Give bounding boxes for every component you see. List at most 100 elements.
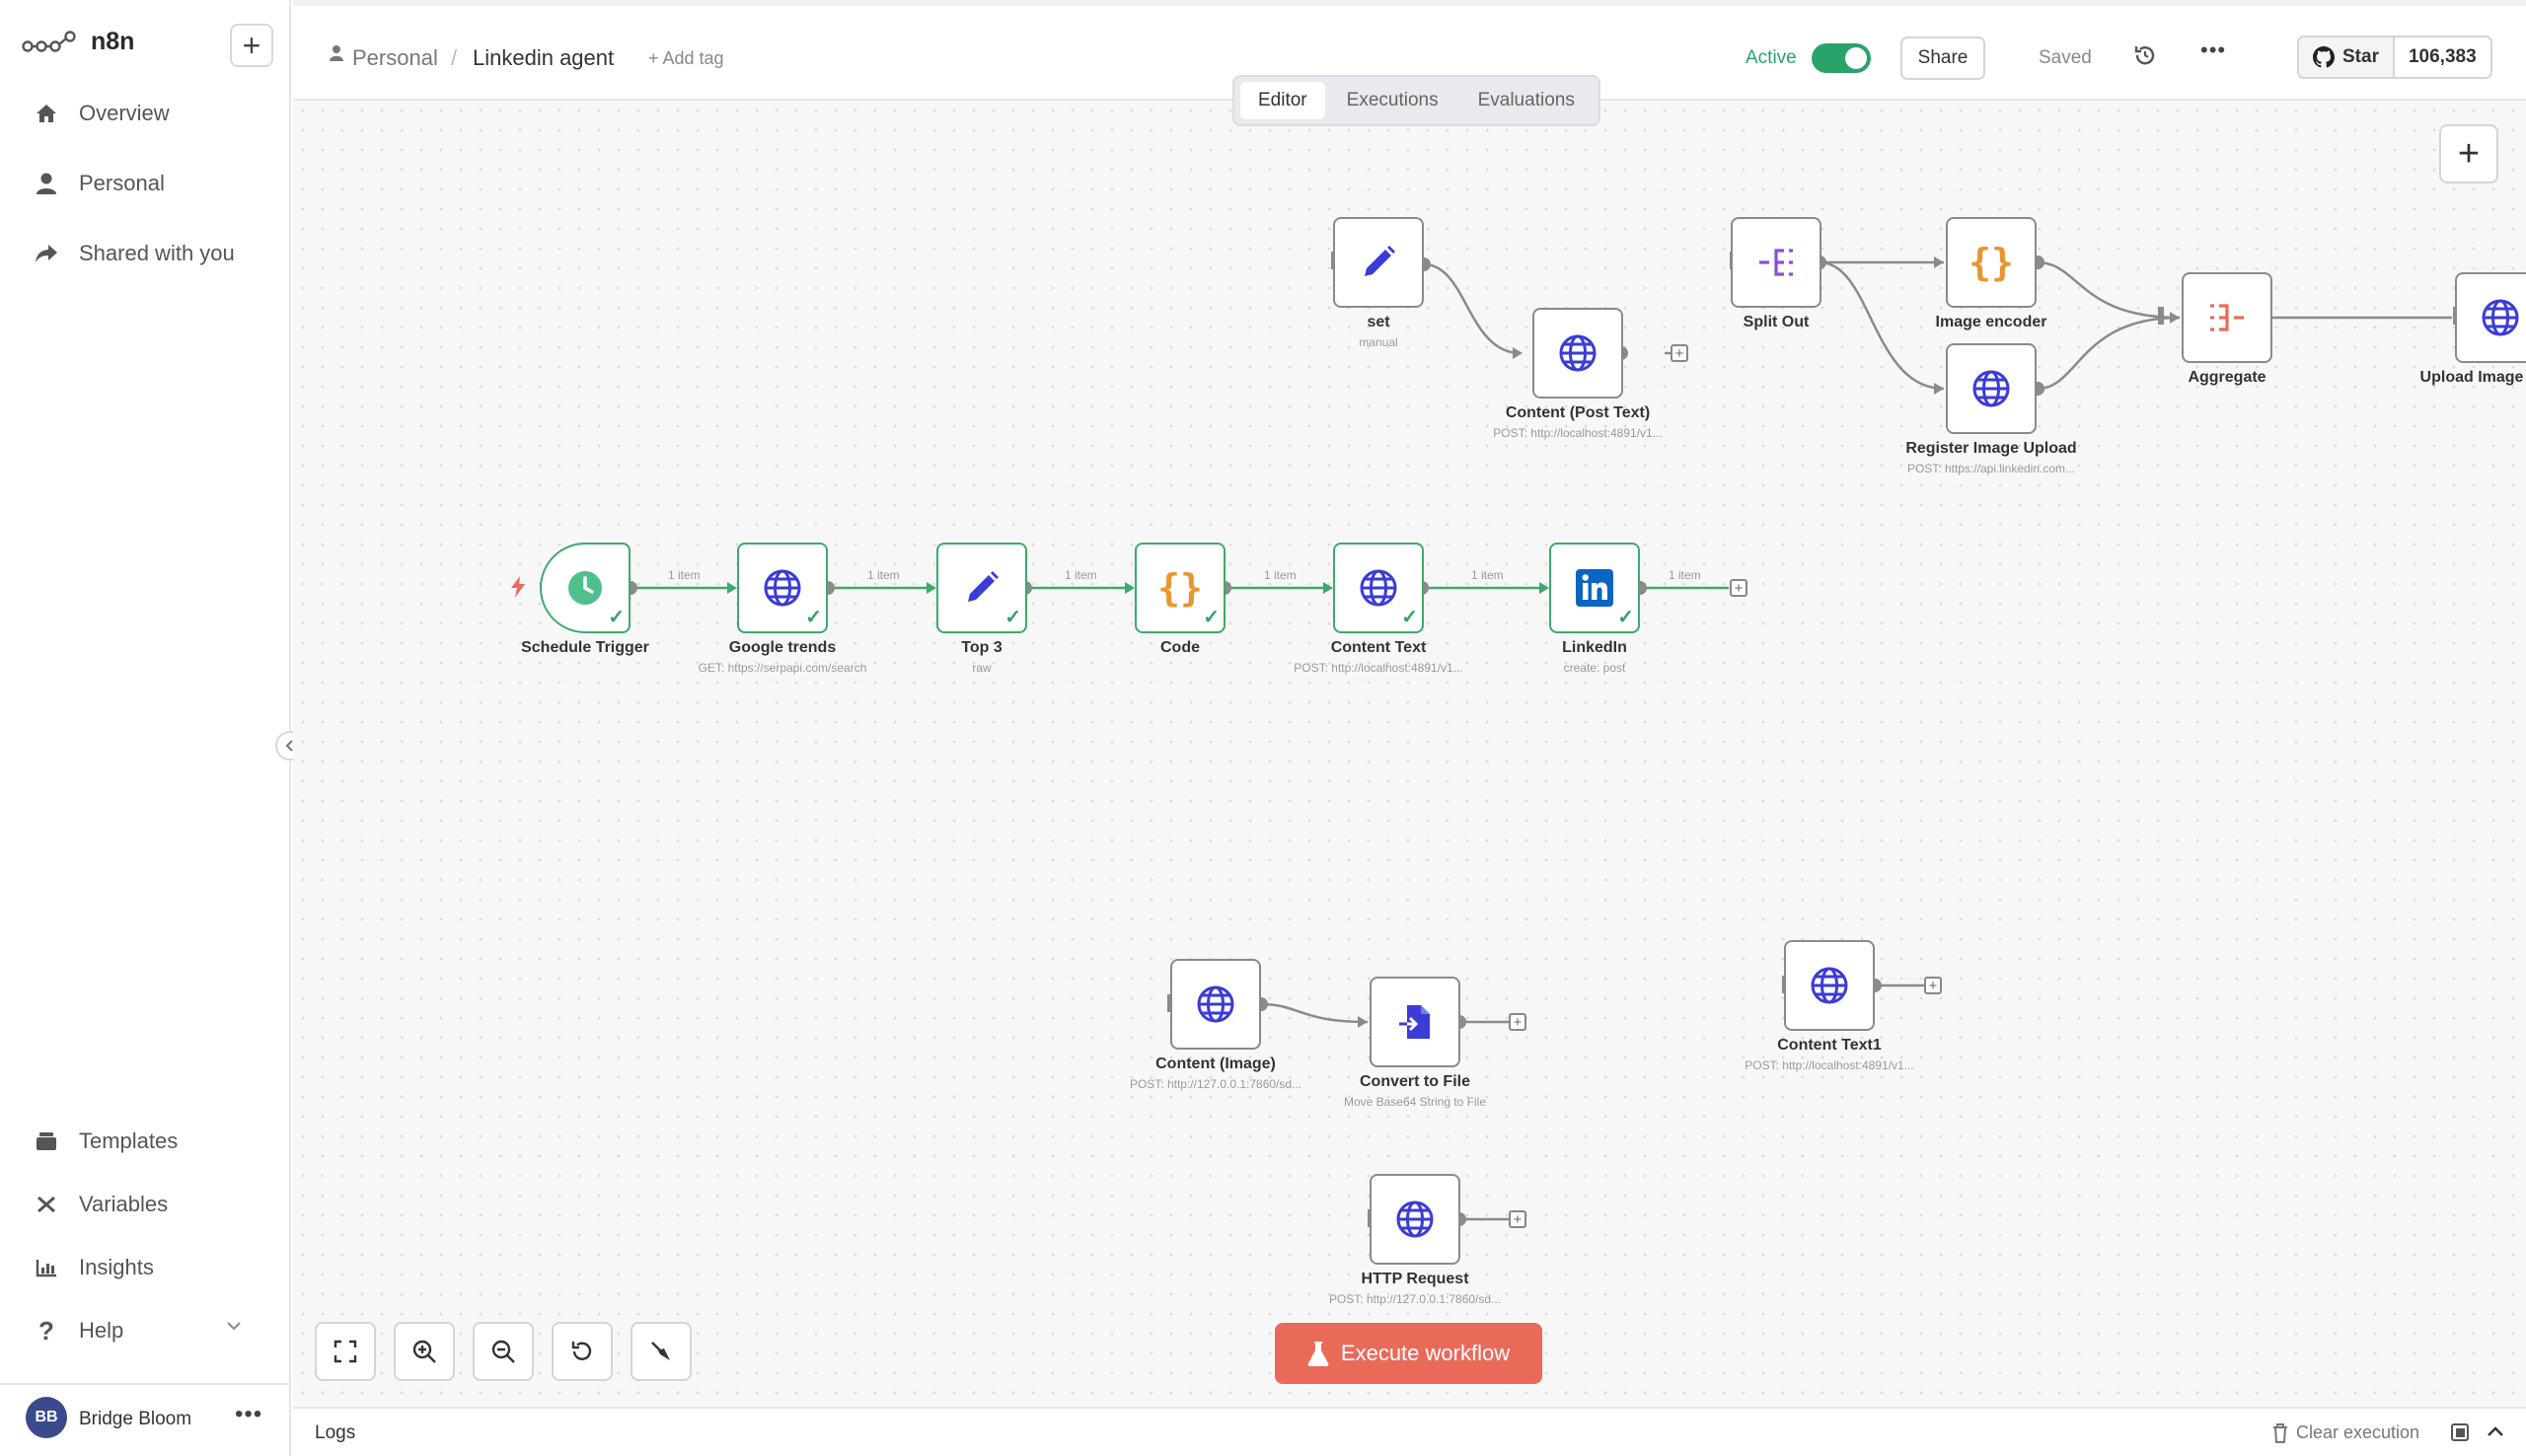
sidebar-item-insights[interactable]: Insights [34, 1255, 154, 1280]
undo-icon [571, 1342, 592, 1360]
home-icon [34, 101, 59, 126]
node-label: Register Image Upload [1905, 440, 2077, 457]
trash-icon [2273, 1422, 2287, 1443]
avatar: BB [26, 1397, 67, 1438]
node-content-text[interactable]: ✓ [1333, 543, 1424, 633]
node-subtitle: POST: https://api.linkedin.com... [1906, 462, 2076, 475]
connection [2037, 260, 2181, 320]
node-image-encoder[interactable]: {} [1946, 217, 2037, 308]
n8n-logo-icon [22, 30, 76, 52]
node-split-out[interactable] [1731, 217, 1821, 308]
clear-execution-label: Clear execution [2296, 1422, 2420, 1442]
linkedin-icon [1576, 569, 1613, 607]
node-convert-to-file[interactable] [1370, 977, 1460, 1067]
share-button[interactable]: Share [1900, 36, 1985, 80]
node-linkedin[interactable]: ✓ [1549, 543, 1640, 633]
add-node-button[interactable]: + [1509, 1013, 1526, 1031]
code-braces-icon: {} [1157, 566, 1203, 610]
logs-panel: Logs Clear execution [293, 1407, 2526, 1456]
broom-icon [651, 1342, 670, 1360]
tidy-up-button[interactable] [631, 1322, 692, 1381]
zoom-out-button[interactable] [473, 1322, 534, 1381]
add-tag-button[interactable]: + Add tag [648, 48, 724, 68]
flask-icon [1307, 1342, 1329, 1366]
arrow-head [2170, 312, 2180, 324]
active-toggle[interactable] [1812, 43, 1871, 73]
folder-user-icon [329, 43, 344, 63]
aggregate-icon [2210, 304, 2244, 331]
node-google-trends[interactable]: ✓ [737, 543, 828, 633]
help-icon: ? [38, 1315, 54, 1346]
sidebar-item-shared[interactable]: Shared with you [34, 241, 235, 266]
node-set[interactable] [1333, 217, 1424, 308]
node-upload-image[interactable] [2455, 272, 2526, 363]
logo-text: n8n [91, 28, 135, 55]
user-name: Bridge Bloom [79, 1409, 192, 1429]
globe-icon [1811, 967, 1848, 1004]
node-top-3[interactable]: ✓ [936, 543, 1027, 633]
connection [2037, 316, 2181, 391]
more-icon[interactable]: ••• [235, 1401, 263, 1427]
node-content-post-text[interactable] [1532, 308, 1623, 399]
add-node-button[interactable]: + [1730, 579, 1747, 597]
globe-icon [764, 569, 801, 607]
add-node-panel-button[interactable]: + [2439, 124, 2498, 183]
chevron-up-icon[interactable] [2486, 1424, 2505, 1438]
sidebar-item-help[interactable]: ? Help [34, 1315, 123, 1346]
sidebar-item-personal[interactable]: Personal [34, 171, 165, 196]
connection [1260, 1002, 1369, 1024]
sidebar: n8n + Overview Personal Shared with you … [0, 0, 305, 1456]
node-label: Code [1160, 639, 1200, 656]
sidebar-item-templates[interactable]: Templates [34, 1128, 178, 1154]
add-node-button[interactable]: + [1671, 344, 1688, 362]
github-star-button[interactable]: Star 106,383 [2297, 36, 2492, 79]
execute-workflow-button[interactable]: Execute workflow [1275, 1323, 1542, 1384]
workflow-canvas[interactable]: 1 item 1 item 1 item 1 item 1 item 1 ite… [293, 101, 2526, 1407]
breadcrumb-project[interactable]: Personal [352, 45, 438, 70]
tab-editor[interactable]: Editor [1240, 82, 1325, 119]
sidebar-item-variables[interactable]: Variables [34, 1192, 168, 1217]
github-star-count: 106,383 [2408, 46, 2477, 67]
view-tabs: Editor Executions Evaluations [1232, 75, 1600, 126]
node-label: Content Text1 [1777, 1037, 1882, 1054]
github-icon [2313, 46, 2335, 68]
arrow-head [1539, 582, 1549, 594]
fit-view-button[interactable] [315, 1322, 376, 1381]
node-http-request[interactable] [1370, 1174, 1460, 1265]
node-subtitle: create: post [1563, 661, 1626, 675]
node-subtitle: Move Base64 String to File [1343, 1095, 1487, 1109]
node-code[interactable]: {} ✓ [1135, 543, 1226, 633]
edge-item-count: 1 item [1669, 568, 1701, 582]
code-braces-icon: {} [1969, 241, 2014, 284]
user-menu[interactable]: BB Bridge Bloom ••• [0, 1383, 291, 1456]
sidebar-item-overview[interactable]: Overview [34, 101, 170, 126]
history-icon[interactable] [2133, 43, 2157, 67]
create-button[interactable]: + [230, 24, 273, 67]
edge-item-count: 1 item [867, 568, 900, 582]
workflow-name[interactable]: Linkedin agent [473, 45, 615, 70]
success-check-icon: ✓ [805, 607, 822, 628]
chevron-down-icon[interactable] [225, 1320, 243, 1332]
logs-title[interactable]: Logs [315, 1422, 356, 1443]
file-convert-icon [1399, 1005, 1430, 1039]
add-node-button[interactable]: + [1509, 1210, 1526, 1228]
reset-zoom-button[interactable] [552, 1322, 613, 1381]
tab-evaluations[interactable]: Evaluations [1477, 90, 1575, 110]
node-schedule-trigger[interactable]: ✓ [540, 543, 631, 633]
node-content-text1[interactable] [1784, 940, 1875, 1031]
node-label: Aggregate [2188, 369, 2266, 386]
arrow-head [727, 582, 737, 594]
popout-icon[interactable] [2450, 1422, 2470, 1442]
tab-executions[interactable]: Executions [1346, 90, 1439, 110]
node-aggregate[interactable] [2182, 272, 2272, 363]
more-options-icon[interactable]: ••• [2200, 37, 2227, 62]
n8n-logo[interactable]: n8n [22, 28, 134, 56]
add-node-button[interactable]: + [1924, 977, 1942, 994]
node-label: Convert to File [1359, 1073, 1470, 1090]
zoom-in-button[interactable] [394, 1322, 455, 1381]
clear-execution-button[interactable]: Clear execution [2272, 1422, 2419, 1443]
node-content-image[interactable] [1170, 959, 1261, 1050]
globe-icon [1559, 334, 1597, 372]
node-register-image-upload[interactable] [1946, 343, 2037, 434]
github-star: Star [2299, 37, 2395, 77]
